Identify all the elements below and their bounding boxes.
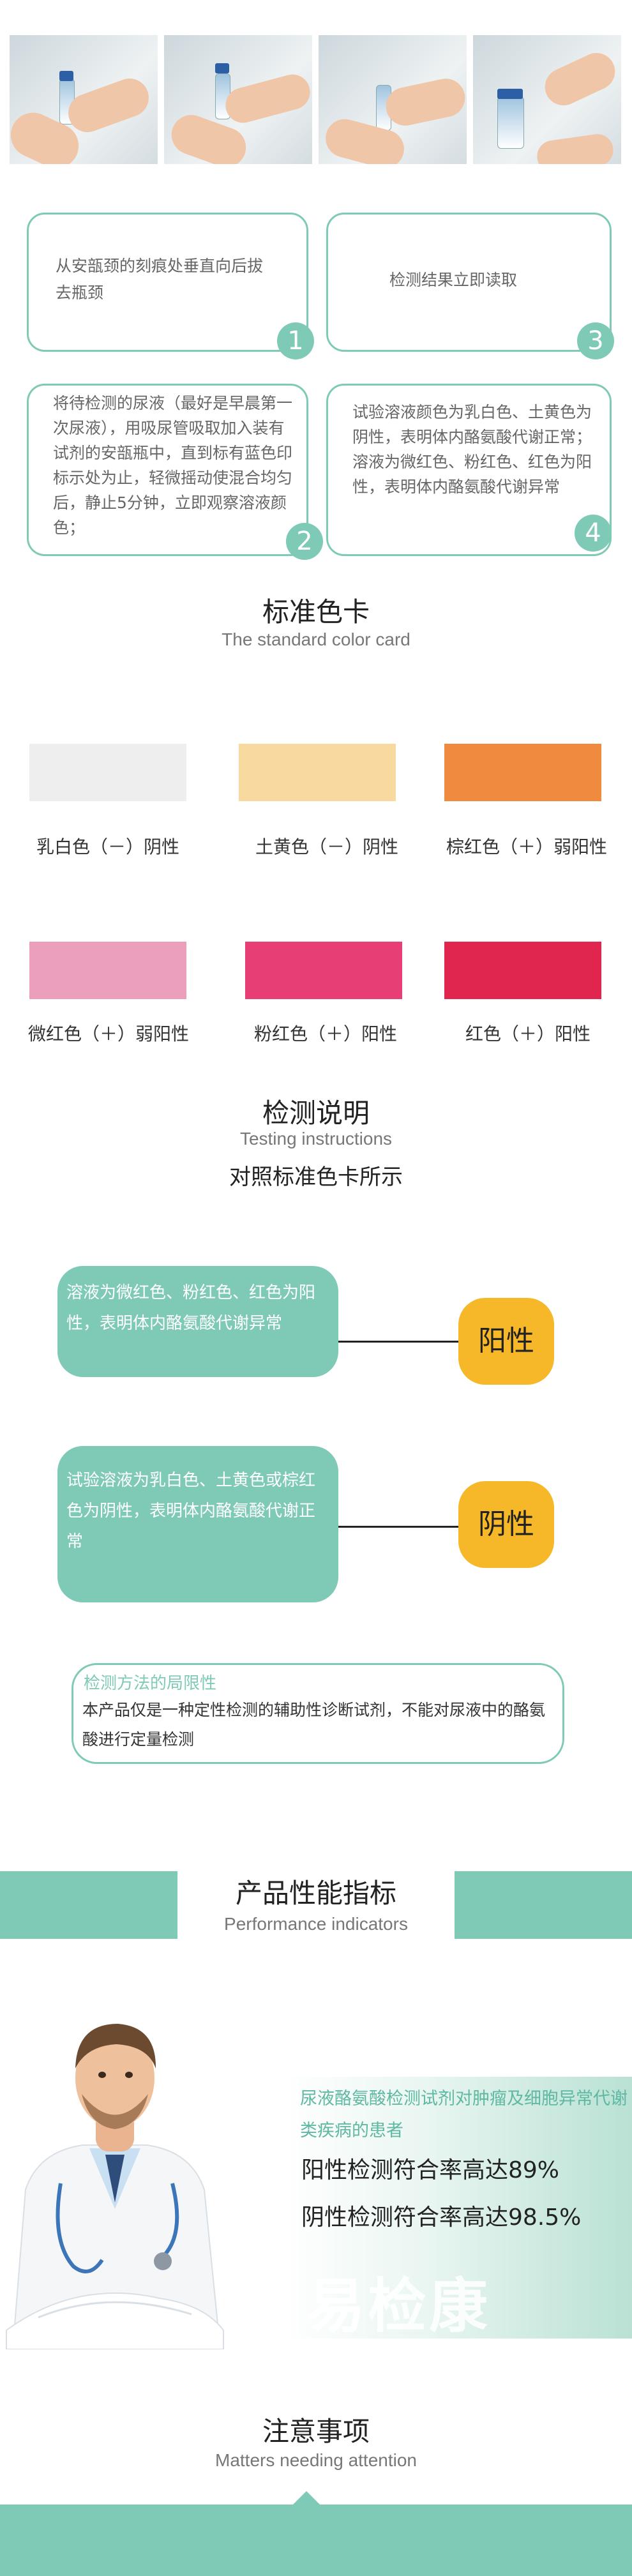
limitation-heading: 检测方法的局限性: [84, 1674, 217, 1693]
step-text: 检测结果立即读取: [389, 271, 518, 289]
swatch-label: 棕红色（＋）弱阳性: [446, 836, 607, 857]
step-text: 试验溶液颜色为乳白色、土黄色为阴性，表明体内酪氨酸代谢正常；溶液为微红色、粉红色…: [352, 403, 592, 496]
positive-badge: 阳性: [458, 1298, 554, 1385]
brand-watermark: 易检康: [306, 2272, 491, 2340]
notice-subtitle: Matters needing attention: [215, 2450, 417, 2470]
doctor-image: [0, 1998, 230, 2349]
notice-pointer: [292, 2491, 320, 2505]
swatch-earth-yellow: [239, 744, 396, 801]
step-card-4: 试验溶液颜色为乳白色、土黄色为阴性，表明体内酪氨酸代谢正常；溶液为微红色、粉红色…: [326, 384, 612, 556]
result-text: 试验溶液为乳白色、土黄色或棕红色为阴性，表明体内酪氨酸代谢正常: [66, 1471, 316, 1551]
step-photo-2: [164, 35, 312, 164]
swatch-pink: [245, 942, 402, 999]
result-connector: [338, 1341, 460, 1343]
performance-panel: [283, 2077, 632, 2339]
step-card-1: 从安瓿颈的刻痕处垂直向后拔去瓶颈: [27, 213, 308, 352]
performance-title: 产品性能指标: [235, 1878, 396, 1909]
step-number-2: 2: [286, 523, 323, 560]
performance-band-left: [0, 1871, 177, 1939]
performance-subtitle: Performance indicators: [224, 1914, 408, 1934]
limitation-box: 检测方法的局限性 本产品仅是一种定性检测的辅助性诊断试剂，不能对尿液中的酪氨酸进…: [71, 1663, 564, 1764]
swatch-milky-white: [29, 744, 186, 801]
swatch-red: [444, 942, 601, 999]
step-photo-1: [10, 35, 158, 164]
result-connector: [338, 1526, 460, 1528]
swatch-light-red: [29, 942, 186, 999]
instructions-caption: 对照标准色卡所示: [229, 1164, 403, 1190]
result-negative-card: 试验溶液为乳白色、土黄色或棕红色为阴性，表明体内酪氨酸代谢正常: [57, 1446, 338, 1602]
color-card-title: 标准色卡: [262, 596, 370, 628]
step-photo-3: [319, 35, 467, 164]
swatch-label: 微红色（＋）弱阳性: [27, 1023, 189, 1044]
swatch-brown-red: [444, 744, 601, 801]
performance-description: 尿液酪氨酸检测试剂对肿瘤及细胞异常代谢类疾病的患者: [300, 2089, 628, 2141]
step-photo-4: [473, 35, 621, 164]
result-positive-card: 溶液为微红色、粉红色、红色为阳性，表明体内酪氨酸代谢异常: [57, 1266, 338, 1377]
notice-title: 注意事项: [262, 2416, 370, 2447]
step-card-3: 检测结果立即读取: [326, 213, 612, 352]
step-text: 将待检测的尿液（最好是早晨第一次尿液），用吸尿管吸取加入装有试剂的安瓿瓶中，直到…: [53, 394, 293, 537]
step-number-1: 1: [277, 322, 314, 359]
negative-badge: 阴性: [458, 1481, 554, 1568]
notice-band: [0, 2504, 632, 2576]
result-text: 溶液为微红色、粉红色、红色为阳性，表明体内酪氨酸代谢异常: [66, 1283, 316, 1333]
performance-line-1: 阳性检测符合率高达89%: [301, 2157, 560, 2183]
step-card-2: 将待检测的尿液（最好是早晨第一次尿液），用吸尿管吸取加入装有试剂的安瓿瓶中，直到…: [27, 384, 308, 556]
step-text: 从安瓿颈的刻痕处垂直向后拔去瓶颈: [56, 257, 264, 302]
instructions-title: 检测说明: [262, 1097, 370, 1129]
swatch-label: 红色（＋）阳性: [465, 1023, 591, 1044]
swatch-label: 乳白色（－）阴性: [36, 836, 179, 857]
step-number-3: 3: [577, 322, 614, 359]
step-number-4: 4: [575, 515, 612, 552]
performance-line-2: 阴性检测符合率高达98.5%: [301, 2204, 582, 2231]
instructions-subtitle: Testing instructions: [239, 1129, 393, 1149]
swatch-label: 土黄色（－）阴性: [255, 836, 398, 857]
swatch-label: 粉红色（＋）阳性: [253, 1023, 397, 1044]
color-card-subtitle: The standard color card: [222, 629, 410, 649]
limitation-text: 本产品仅是一种定性检测的辅助性诊断试剂，不能对尿液中的酪氨酸进行定量检测: [82, 1701, 546, 1749]
performance-band-right: [455, 1871, 632, 1939]
